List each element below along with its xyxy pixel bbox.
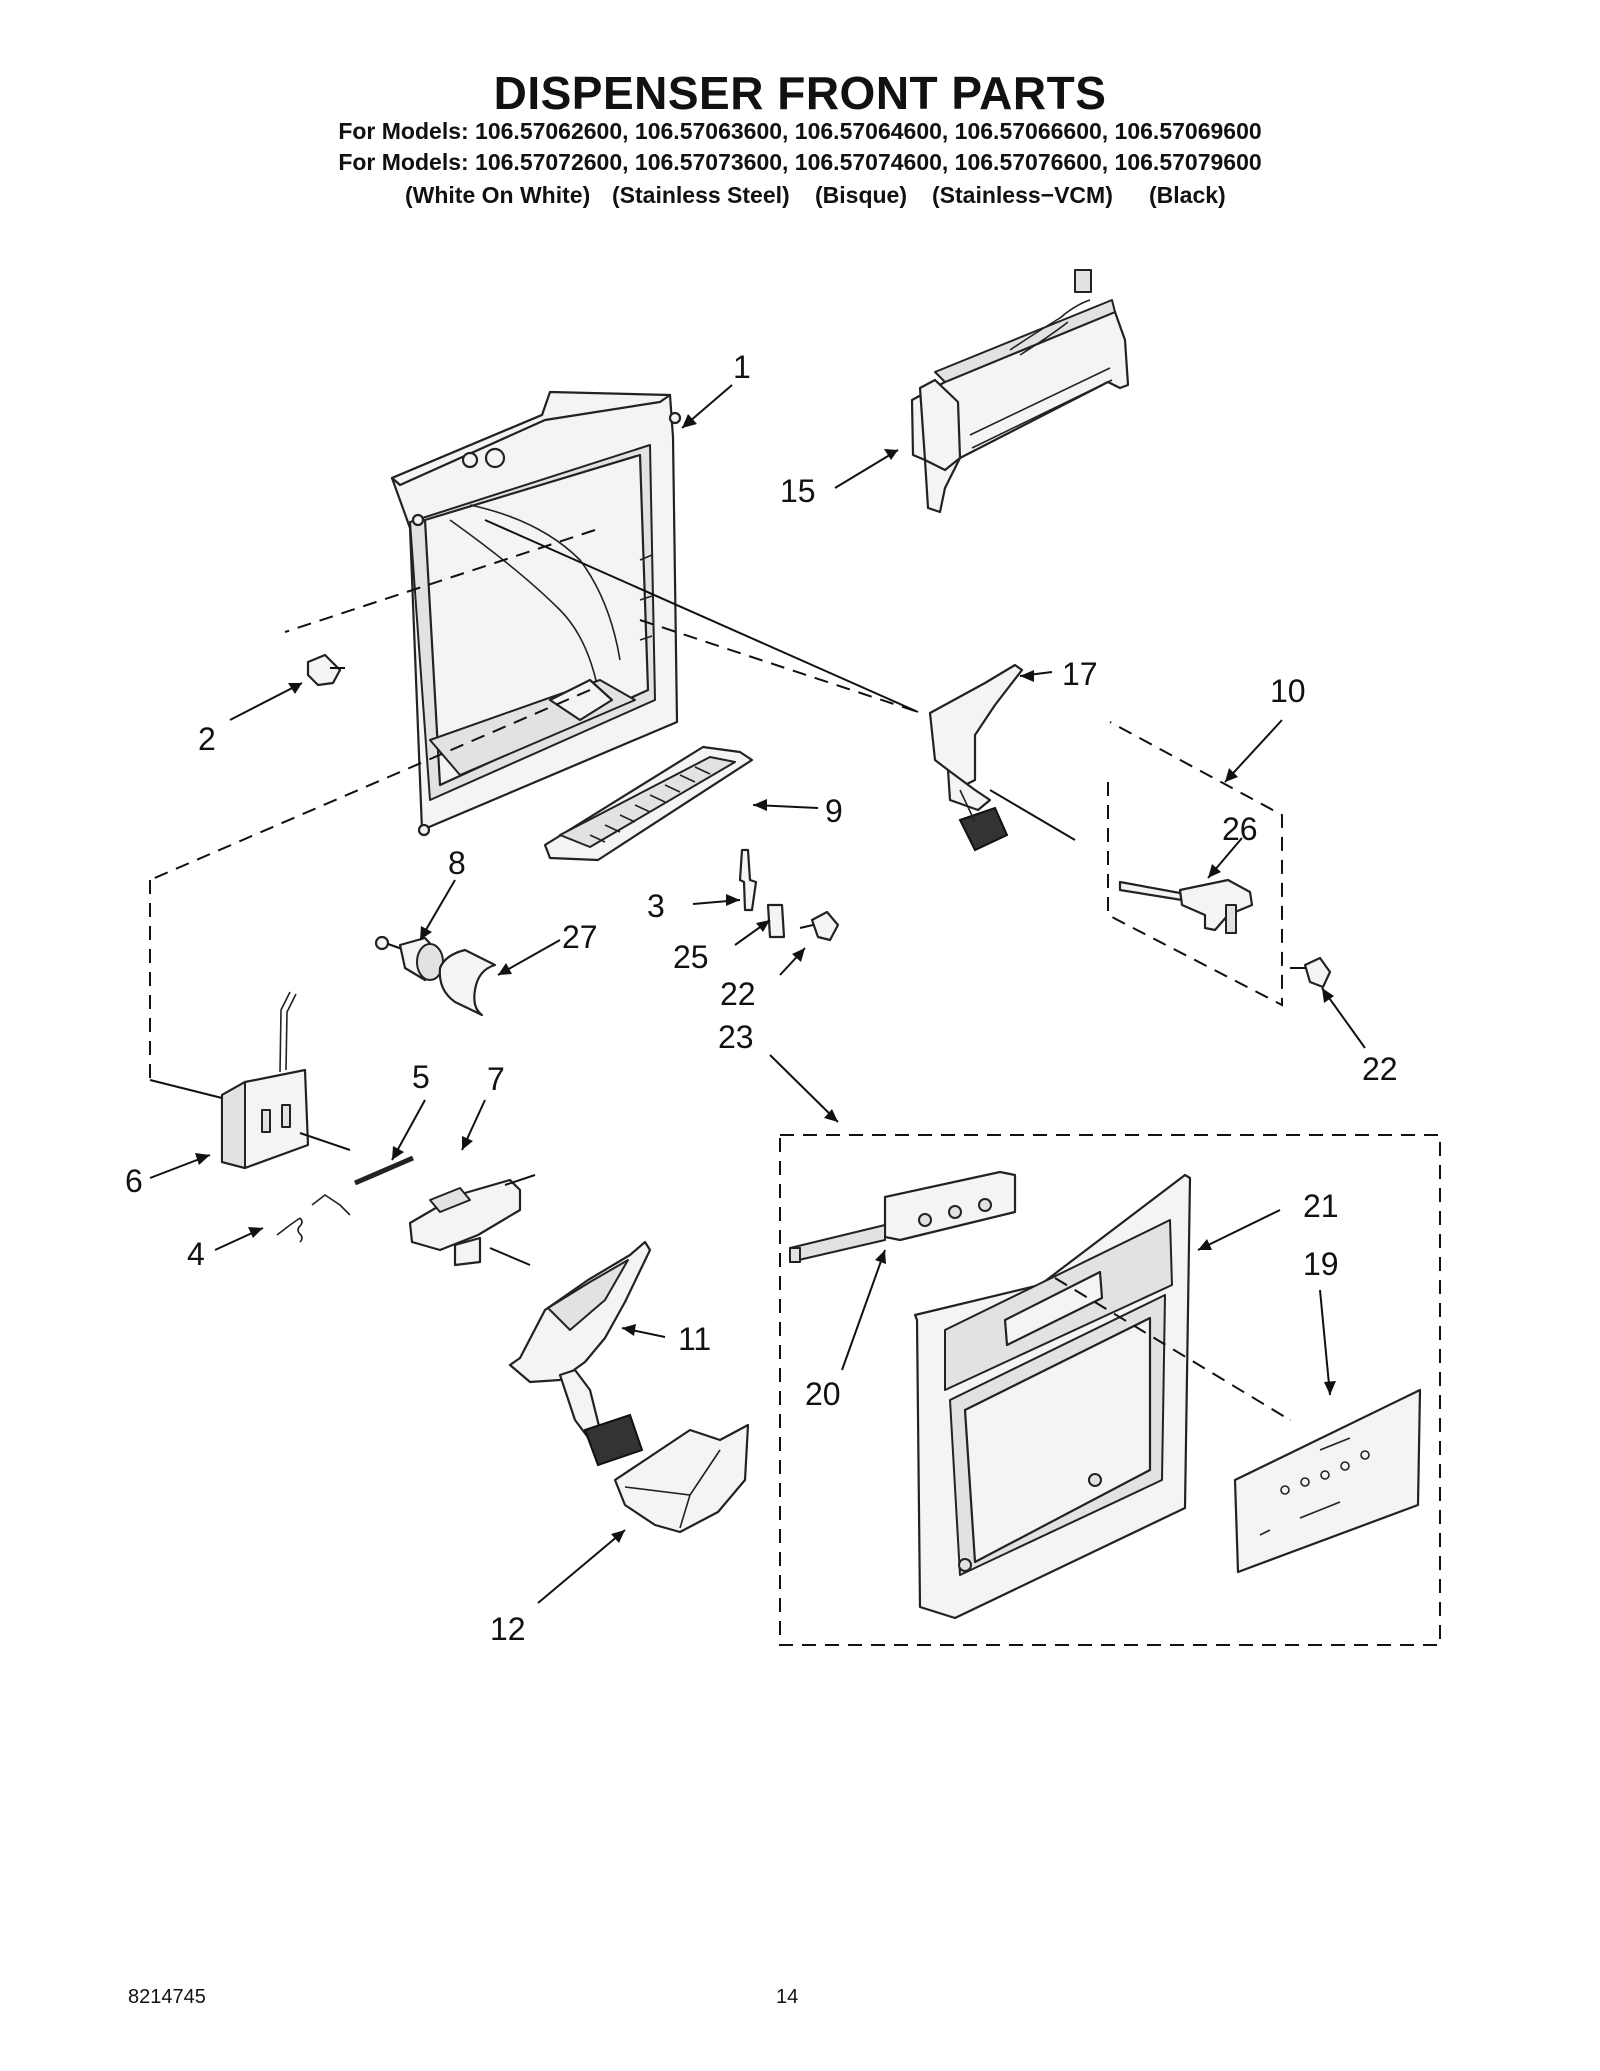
callout-labels: 1 15 2 17 10 9 26 8 3 25 27 22 22 23 5 7… [125, 349, 1398, 1647]
part-7-hinge [408, 1174, 536, 1267]
part-4-spring [276, 1194, 351, 1243]
leader-lines [149, 384, 1366, 1604]
callout-3: 3 [647, 888, 665, 924]
callout-6: 6 [125, 1163, 143, 1199]
callout-7: 7 [487, 1061, 505, 1097]
part-9-chute-door [543, 745, 754, 862]
callout-12: 12 [490, 1611, 526, 1647]
callout-19: 19 [1303, 1246, 1339, 1282]
callout-20: 20 [805, 1376, 841, 1412]
models-line-1: For Models: 106.57062600, 106.57063600, … [338, 118, 1262, 144]
part-5-pin [354, 1155, 414, 1186]
document-number: 8214745 [128, 1986, 206, 2008]
callout-2: 2 [198, 721, 216, 757]
part-21-front-panel [913, 1173, 1192, 1620]
callout-4: 4 [187, 1236, 205, 1272]
part-3-switch [738, 848, 758, 912]
part-25-clip [766, 903, 786, 939]
part-27-cover [438, 948, 497, 1017]
callout-22-upper: 22 [720, 976, 756, 1012]
callout-22-lower: 22 [1362, 1051, 1398, 1087]
callout-27: 27 [562, 919, 598, 955]
callout-26: 26 [1222, 811, 1258, 847]
variant-stainless-steel: (Stainless Steel) [612, 182, 790, 208]
callout-9: 9 [825, 793, 843, 829]
variant-white-on-white: (White On White) [405, 182, 591, 208]
part-22-screw-upper [799, 910, 840, 942]
part-2-screw [306, 653, 345, 687]
callout-8: 8 [448, 845, 466, 881]
part-12-funnel [613, 1423, 750, 1534]
part-1-housing [390, 390, 682, 837]
part-8-damper [374, 935, 444, 982]
callout-21: 21 [1303, 1188, 1339, 1224]
callout-15: 15 [780, 473, 816, 509]
part-22-screw-lower [1290, 956, 1332, 989]
callout-5: 5 [412, 1059, 430, 1095]
page-title: DISPENSER FRONT PARTS [493, 67, 1107, 119]
variant-bisque: (Bisque) [815, 182, 907, 208]
part-6-module [220, 991, 310, 1170]
color-variants: (White On White) (Stainless Steel) (Bisq… [405, 182, 1285, 212]
kit-10-outline [1107, 721, 1283, 1007]
part-26-lever [1118, 878, 1254, 934]
alignment-lines [149, 519, 1291, 1421]
kit-23-outline [779, 1134, 1441, 1646]
variant-black: (Black) [1149, 182, 1226, 208]
callout-23: 23 [718, 1019, 754, 1055]
callout-25: 25 [673, 939, 709, 975]
models-line-2: For Models: 106.57072600, 106.57073600, … [338, 149, 1262, 175]
callout-1: 1 [733, 349, 751, 385]
part-15-control-housing [910, 269, 1130, 514]
variant-stainless-vcm: (Stainless−VCM) [932, 182, 1113, 208]
part-19-decal [1233, 1388, 1422, 1574]
part-11-water-actuator [508, 1240, 652, 1467]
callout-10: 10 [1270, 673, 1306, 709]
part-20-touch-pad [789, 1170, 1017, 1263]
callout-11: 11 [678, 1321, 711, 1357]
page-number: 14 [776, 1986, 799, 2008]
part-17-actuator-arm [928, 663, 1024, 852]
callout-17: 17 [1062, 656, 1098, 692]
